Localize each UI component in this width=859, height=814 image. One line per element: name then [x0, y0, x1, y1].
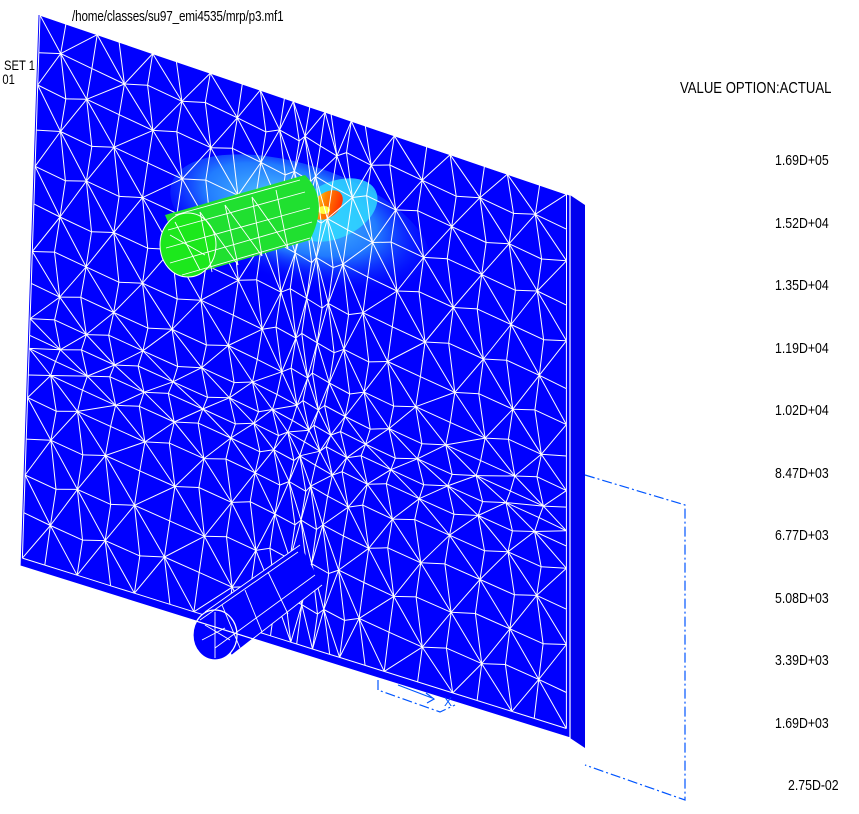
triad-x-label: X [444, 695, 452, 709]
legend-value: 1.52D+04 [775, 214, 829, 232]
legend-value: 1.69D+03 [775, 714, 829, 732]
set-sub-label: 01 [2, 71, 15, 87]
result-set-label: SET 1 01 [2, 57, 35, 87]
legend-value: 1.69D+05 [775, 152, 829, 169]
legend-value: 5.08D+03 [775, 589, 829, 607]
plate-side-face [570, 195, 585, 748]
legend-value: 6.77D+03 [775, 527, 829, 544]
lower-cylinder [192, 544, 323, 661]
legend-value: 1.02D+04 [775, 402, 829, 419]
legend-value: 3.39D+03 [775, 652, 829, 669]
lower-cylinder-mesh [199, 544, 323, 658]
upper-cylinder-mesh [165, 179, 313, 276]
legend-title: VALUE OPTION:ACTUAL [680, 80, 832, 97]
set-label: SET 1 [4, 57, 35, 73]
coordinate-triad: X [397, 684, 452, 709]
legend-value: 1.19D+04 [775, 339, 829, 357]
legend-value: 8.47D+03 [775, 464, 829, 482]
upper-cylinder [159, 175, 319, 278]
boundary-outline [377, 474, 686, 801]
legend-value: 2.75D-02 [788, 777, 839, 794]
legend-value: 1.35D+04 [775, 277, 829, 294]
model-file-path: /home/classes/su97_emi4535/mrp/p3.mf1 [72, 8, 284, 25]
